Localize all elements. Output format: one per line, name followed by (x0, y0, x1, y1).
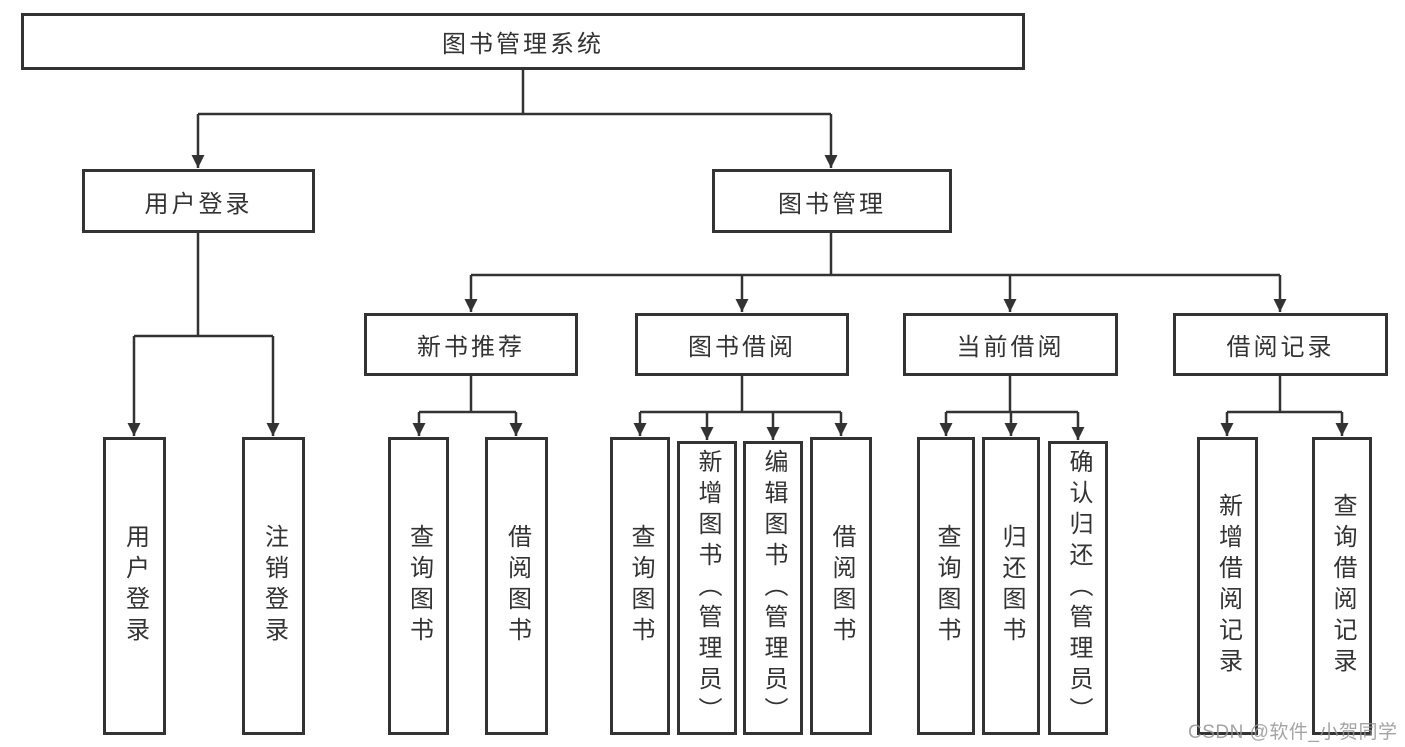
leaf-add-book-admin: 新增图书（管理员） (677, 441, 737, 735)
leaf-return-book-label: 归还图书 (998, 524, 1025, 648)
leaf-edit-book-admin-label: 编辑图书（管理员） (760, 448, 787, 728)
leaf-query-borrow-record-label: 查询借阅记录 (1329, 493, 1356, 679)
node-user-login-label: 用户登录 (144, 190, 253, 218)
edges-borrow-record-children (1220, 376, 1349, 436)
node-new-book-recommend: 新书推荐 (364, 313, 578, 376)
node-book-management: 图书管理 (712, 169, 952, 233)
leaf-logout-label: 注销登录 (260, 524, 288, 648)
leaf-query-book-current-label: 查询图书 (933, 524, 960, 648)
leaf-borrow-book: 借阅图书 (810, 437, 872, 735)
leaf-add-book-admin-label: 新增图书（管理员） (694, 448, 721, 728)
node-user-login: 用户登录 (82, 169, 315, 233)
leaf-query-book-recommend-label: 查询图书 (405, 524, 433, 648)
leaf-add-borrow-record: 新增借阅记录 (1197, 437, 1258, 735)
leaf-query-book-recommend: 查询图书 (388, 437, 449, 735)
edges-current-borrow-children (939, 376, 1085, 440)
leaf-query-book-borrow: 查询图书 (610, 437, 670, 735)
leaf-query-book-borrow-label: 查询图书 (627, 524, 654, 648)
node-current-borrow-label: 当前借阅 (956, 334, 1065, 361)
leaf-query-borrow-record: 查询借阅记录 (1312, 437, 1372, 735)
edges-user-login-children (127, 233, 280, 436)
node-root-library-system: 图书管理系统 (21, 13, 1025, 70)
leaf-logout: 注销登录 (242, 437, 305, 735)
leaf-edit-book-admin: 编辑图书（管理员） (743, 441, 803, 735)
node-current-borrow: 当前借阅 (903, 313, 1118, 376)
csdn-watermark: CSDN @软件_小贺同学 (1188, 722, 1398, 743)
edges-root-to-level2 (191, 70, 838, 168)
node-borrow-record: 借阅记录 (1173, 313, 1388, 376)
leaf-borrow-book-recommend: 借阅图书 (485, 437, 548, 735)
leaf-borrow-book-recommend-label: 借阅图书 (503, 524, 531, 648)
node-root-label: 图书管理系统 (442, 31, 604, 58)
node-new-book-recommend-label: 新书推荐 (417, 334, 525, 361)
node-book-borrow-label: 图书借阅 (688, 334, 796, 361)
leaf-user-login-label: 用户登录 (121, 524, 149, 648)
leaf-confirm-return-admin-label: 确认归还（管理员） (1065, 448, 1092, 728)
node-borrow-record-label: 借阅记录 (1226, 334, 1335, 361)
leaf-query-book-current: 查询图书 (917, 437, 975, 735)
leaf-return-book: 归还图书 (982, 437, 1040, 735)
leaf-confirm-return-admin: 确认归还（管理员） (1048, 441, 1108, 735)
node-book-management-label: 图书管理 (778, 190, 886, 218)
edges-book-borrow-children (633, 376, 848, 440)
edges-new-book-recommend-children (412, 376, 523, 436)
leaf-user-login: 用户登录 (103, 437, 166, 735)
edges-book-management-children (464, 233, 1287, 312)
leaf-borrow-book-label: 借阅图书 (828, 524, 855, 648)
leaf-add-borrow-record-label: 新增借阅记录 (1214, 493, 1242, 679)
node-book-borrow: 图书借阅 (635, 313, 849, 376)
